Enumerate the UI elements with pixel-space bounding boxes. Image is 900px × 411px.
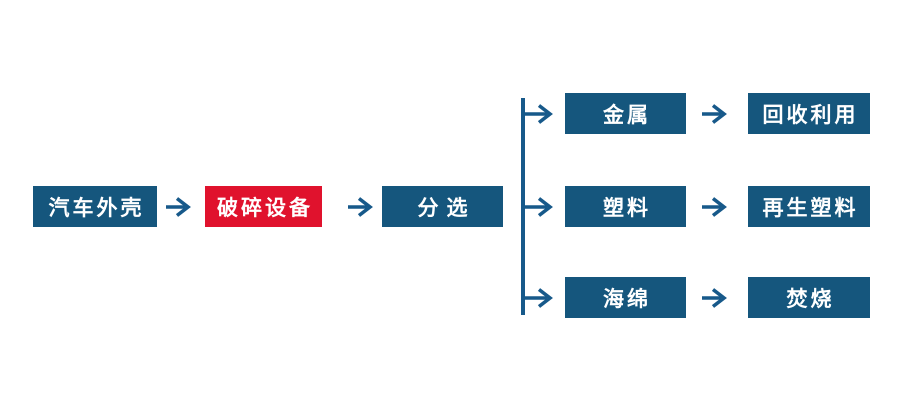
arrow-right-icon <box>701 196 727 218</box>
node-plastic: 塑料 <box>565 186 686 227</box>
node-car-shell: 汽车外壳 <box>33 186 157 227</box>
arrow-right-icon <box>523 103 553 125</box>
node-recycled-plastic: 再生塑料 <box>748 186 870 227</box>
arrow-right-icon <box>347 196 373 218</box>
arrow-right-icon <box>165 196 191 218</box>
node-incineration: 焚烧 <box>748 277 870 318</box>
node-crusher: 破碎设备 <box>205 186 322 227</box>
node-recycling: 回收利用 <box>748 93 870 134</box>
arrow-right-icon <box>523 287 553 309</box>
node-metal: 金属 <box>565 93 686 134</box>
arrow-right-icon <box>701 103 727 125</box>
arrow-right-icon <box>701 287 727 309</box>
node-sponge: 海绵 <box>565 277 686 318</box>
node-sorting: 分选 <box>382 186 503 227</box>
arrow-right-icon <box>523 196 553 218</box>
